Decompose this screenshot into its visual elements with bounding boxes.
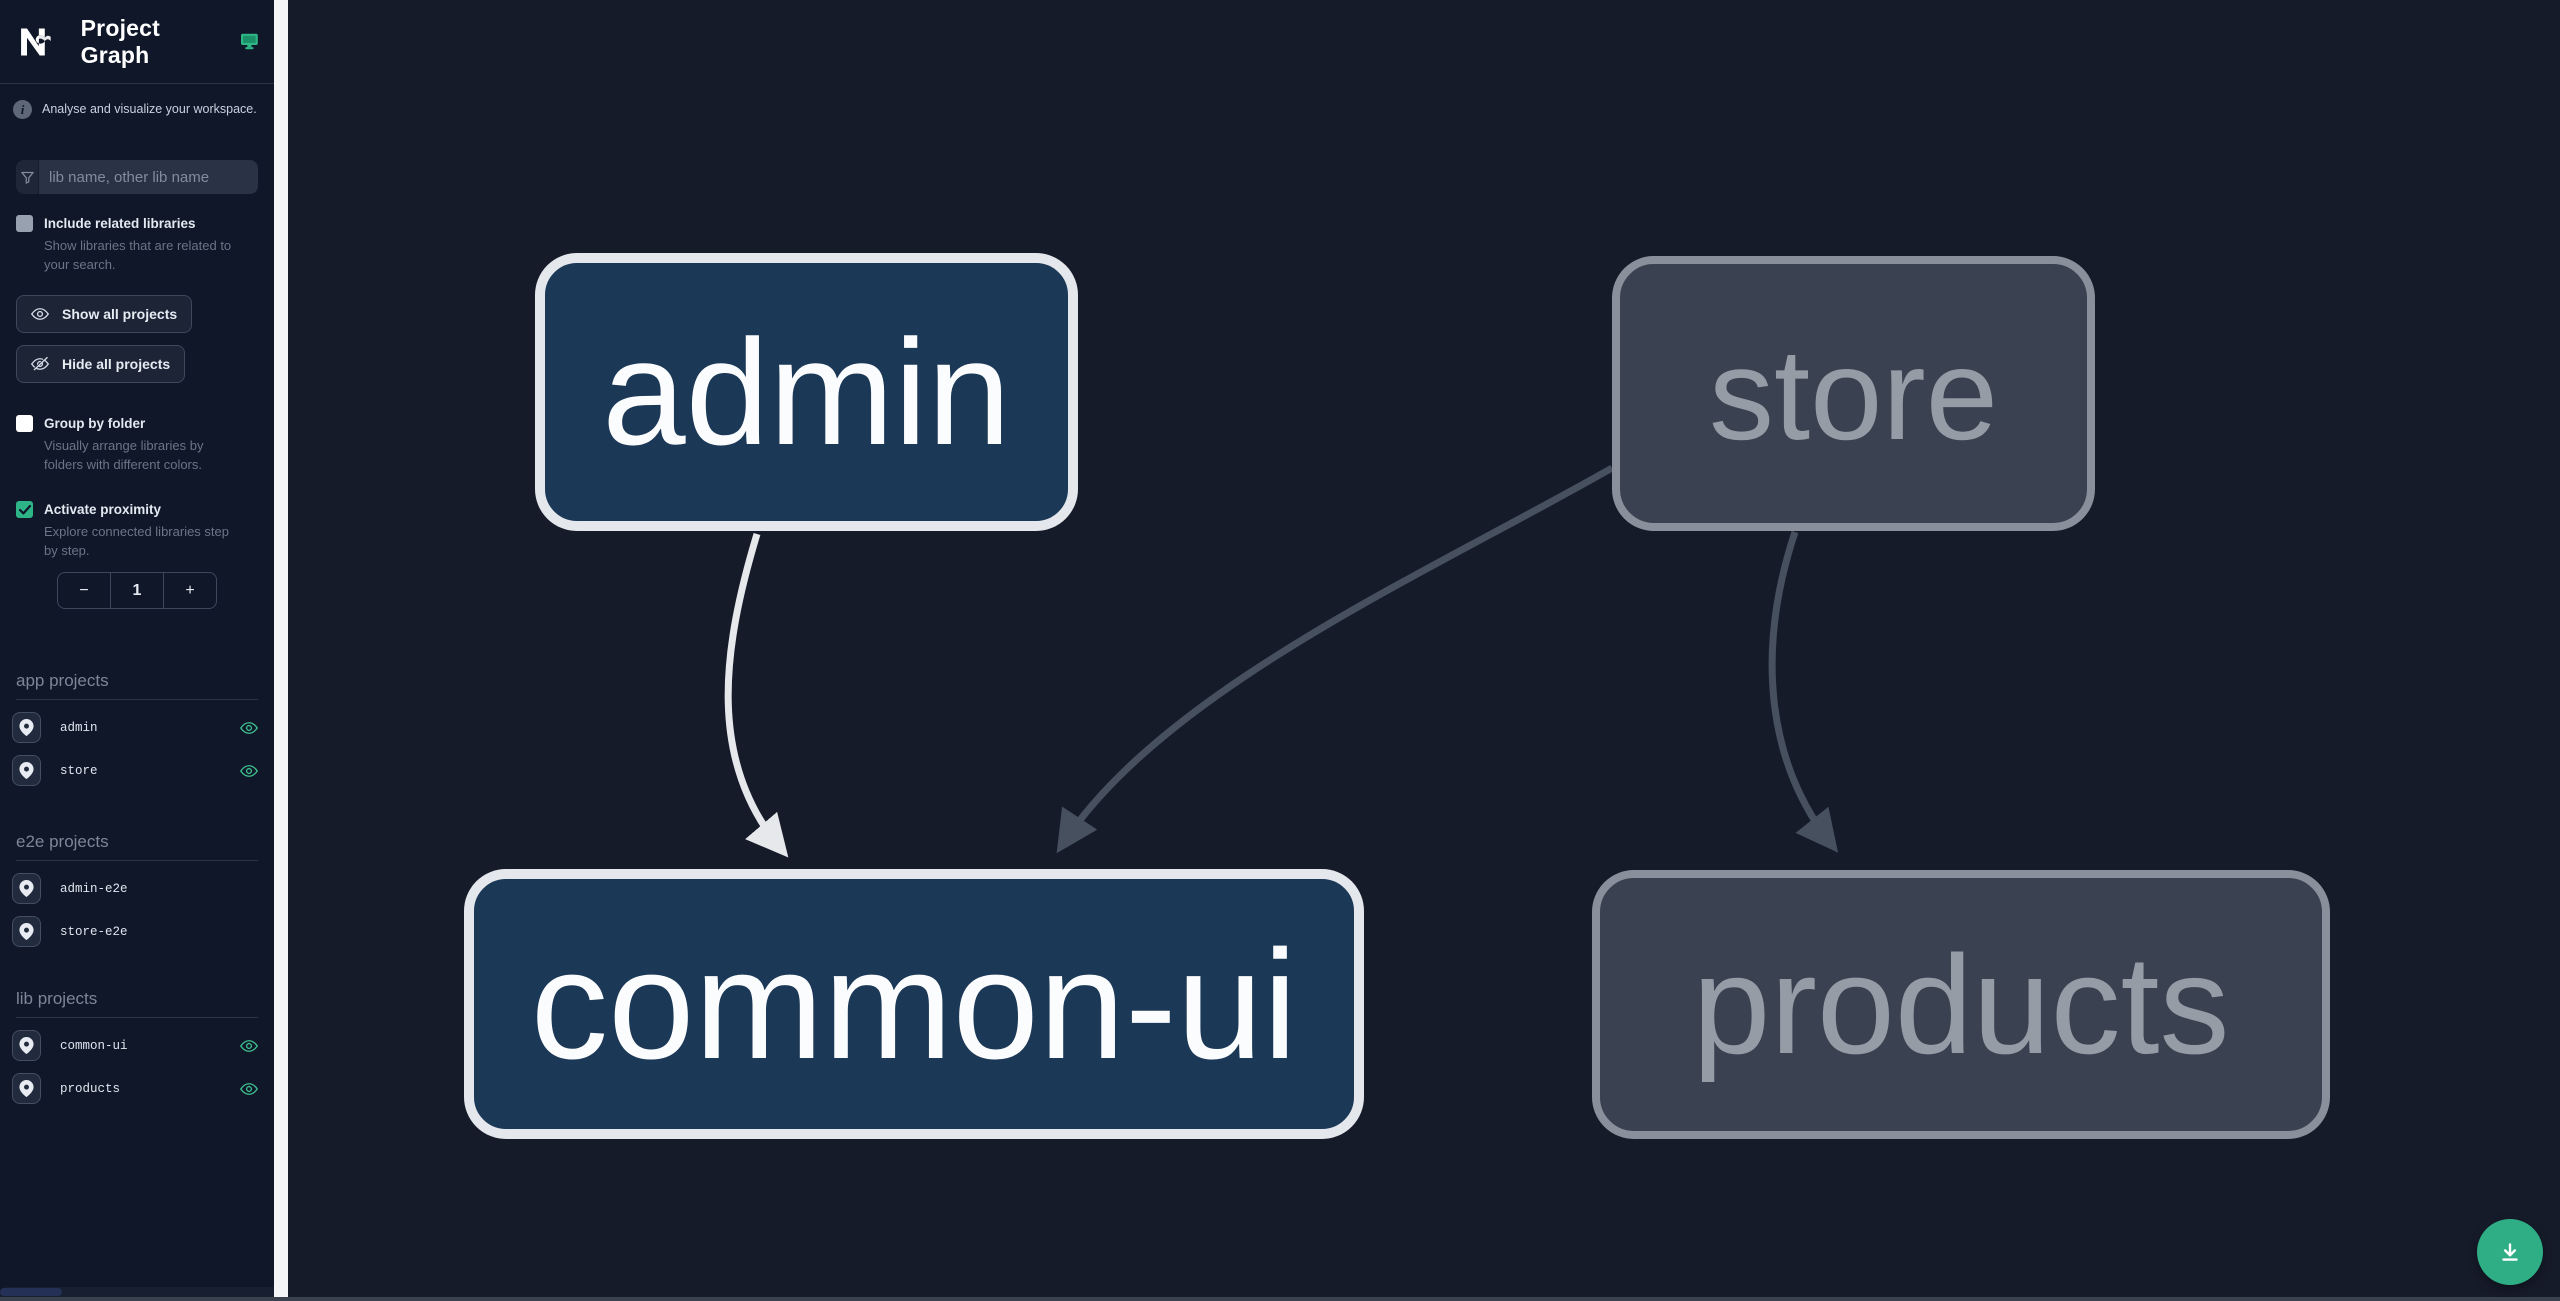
info-icon: i bbox=[13, 100, 32, 119]
show-all-projects-label: Show all projects bbox=[62, 306, 178, 322]
search-input[interactable] bbox=[39, 160, 258, 194]
project-name: admin-e2e bbox=[60, 881, 128, 896]
section-title-app-projects: app projects bbox=[16, 671, 109, 690]
focus-project-button[interactable] bbox=[12, 1073, 41, 1104]
download-graph-button[interactable] bbox=[2477, 1219, 2543, 1285]
increment-button[interactable]: + bbox=[164, 573, 216, 608]
graph-node-products[interactable]: products bbox=[1592, 870, 2330, 1139]
checkbox-activate-proximity[interactable] bbox=[16, 501, 33, 518]
checkbox-include-related[interactable] bbox=[16, 215, 33, 232]
pin-icon bbox=[19, 880, 34, 897]
project-name: admin bbox=[60, 720, 98, 735]
page-title: Project Graph bbox=[80, 14, 160, 68]
decrement-button[interactable]: − bbox=[58, 573, 110, 608]
section-divider bbox=[16, 1017, 258, 1018]
group-by-folder-label: Group by folder bbox=[44, 416, 146, 431]
sidebar-header: Project Graph bbox=[0, 0, 274, 84]
focus-project-button[interactable] bbox=[12, 712, 41, 743]
eye-icon bbox=[240, 1082, 258, 1095]
include-related-description: Show libraries that are related to your … bbox=[44, 238, 232, 272]
dependency-edges bbox=[724, 464, 1839, 858]
eye-icon bbox=[240, 1039, 258, 1052]
project-row-admin: admin bbox=[12, 712, 258, 743]
edge-store-to-products bbox=[1768, 530, 1839, 853]
hide-all-projects-label: Hide all projects bbox=[62, 356, 171, 372]
screen-icon[interactable] bbox=[241, 33, 259, 50]
focus-project-button[interactable] bbox=[12, 755, 41, 786]
scrollbar-thumb[interactable] bbox=[0, 1288, 62, 1296]
filter-icon bbox=[16, 160, 39, 194]
project-name: common-ui bbox=[60, 1038, 128, 1053]
eye-icon bbox=[240, 764, 258, 777]
focus-project-button[interactable] bbox=[12, 873, 41, 904]
activate-proximity-description: Explore connected libraries step by step… bbox=[44, 524, 229, 558]
option-group-by-folder: Group by folder Visually arrange librari… bbox=[0, 414, 274, 474]
toggle-visibility-button[interactable] bbox=[240, 764, 258, 778]
workspace-description: Analyse and visualize your workspace. bbox=[42, 102, 257, 116]
focus-project-button[interactable] bbox=[12, 1030, 41, 1061]
sidebar-horizontal-scrollbar bbox=[0, 1287, 274, 1297]
section-divider bbox=[16, 860, 258, 861]
eye-off-icon bbox=[31, 356, 49, 372]
include-related-label: Include related libraries bbox=[44, 216, 196, 231]
sidebar: Project Graph i Analyse and visualize yo… bbox=[0, 0, 274, 1301]
section-title-e2e-projects: e2e projects bbox=[16, 832, 109, 851]
sidebar-resizer-handle[interactable] bbox=[274, 0, 288, 1301]
eye-icon bbox=[240, 721, 258, 734]
search-box bbox=[16, 160, 258, 194]
pin-icon bbox=[19, 719, 34, 736]
project-row-common-ui: common-ui bbox=[12, 1030, 258, 1061]
checkmark-icon bbox=[18, 504, 31, 514]
toggle-visibility-button[interactable] bbox=[240, 721, 258, 735]
eye-icon bbox=[31, 308, 49, 320]
project-name: products bbox=[60, 1081, 121, 1096]
option-activate-proximity: Activate proximity Explore connected lib… bbox=[0, 500, 274, 560]
project-row-store-e2e: store-e2e bbox=[12, 916, 258, 947]
graph-node-admin[interactable]: admin bbox=[535, 253, 1078, 531]
project-row-admin-e2e: admin-e2e bbox=[12, 873, 258, 904]
toggle-visibility-button[interactable] bbox=[240, 1039, 258, 1053]
workspace-info: i Analyse and visualize your workspace. bbox=[0, 84, 274, 119]
nx-logo-icon bbox=[21, 27, 51, 56]
hide-all-projects-button[interactable]: Hide all projects bbox=[16, 345, 186, 383]
download-icon bbox=[2502, 1243, 2518, 1261]
edge-admin-to-common-ui bbox=[724, 532, 789, 858]
project-name: store-e2e bbox=[60, 924, 128, 939]
toggle-visibility-button[interactable] bbox=[240, 1082, 258, 1096]
edge-store-to-common-ui bbox=[1056, 464, 1614, 854]
activate-proximity-label: Activate proximity bbox=[44, 502, 162, 517]
graph-node-common-ui[interactable]: common-ui bbox=[464, 869, 1364, 1139]
pin-icon bbox=[19, 762, 34, 779]
show-all-projects-button[interactable]: Show all projects bbox=[16, 295, 193, 333]
pin-icon bbox=[19, 1037, 34, 1054]
section-title-lib-projects: lib projects bbox=[16, 989, 98, 1008]
window-bottom-edge bbox=[0, 1297, 2560, 1301]
group-by-folder-description: Visually arrange libraries by folders wi… bbox=[44, 438, 204, 472]
proximity-stepper: − 1 + bbox=[57, 572, 217, 609]
project-row-products: products bbox=[12, 1073, 258, 1104]
pin-icon bbox=[19, 923, 34, 940]
pin-icon bbox=[19, 1080, 34, 1097]
project-name: store bbox=[60, 763, 98, 778]
section-divider bbox=[16, 699, 258, 700]
graph-canvas[interactable]: admin store common-ui products bbox=[288, 0, 2560, 1301]
focus-project-button[interactable] bbox=[12, 916, 41, 947]
option-include-related: Include related libraries Show libraries… bbox=[0, 214, 274, 274]
project-row-store: store bbox=[12, 755, 258, 786]
graph-node-store[interactable]: store bbox=[1612, 256, 2095, 531]
checkbox-group-by-folder[interactable] bbox=[16, 415, 33, 432]
proximity-value: 1 bbox=[110, 573, 164, 608]
